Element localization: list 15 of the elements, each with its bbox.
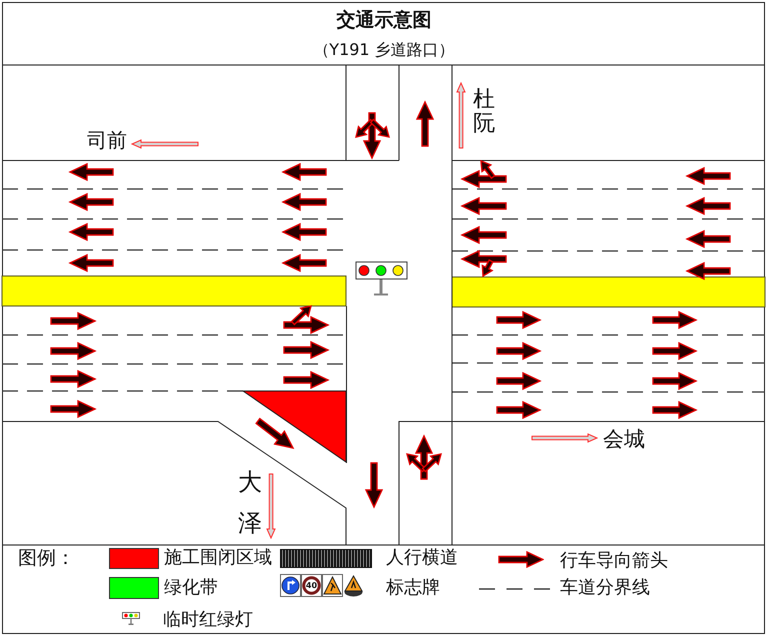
place-name: 司前 — [87, 128, 127, 152]
subtitle: （Y191 乡道路口） — [313, 40, 455, 61]
legend-label: 临时红绿灯 — [163, 609, 253, 632]
place-name: 会城 — [603, 427, 645, 452]
speed-limit-sign: 40 — [301, 574, 322, 597]
legend-label: 标志牌 — [386, 577, 440, 600]
legend-label: 施工围闭区域 — [164, 547, 272, 570]
legend-label: 行车导向箭头 — [560, 550, 668, 572]
legend-label: 人行横道 — [386, 547, 458, 570]
place-name: 大泽 — [238, 467, 262, 539]
legend-label: 绿化带 — [164, 577, 218, 600]
diagram-title: 交通示意图 — [336, 9, 432, 32]
legend-label: 车道分界线 — [560, 577, 650, 600]
legend-heading: 图例： — [18, 547, 75, 570]
place-name: 杜阮 — [473, 88, 495, 136]
